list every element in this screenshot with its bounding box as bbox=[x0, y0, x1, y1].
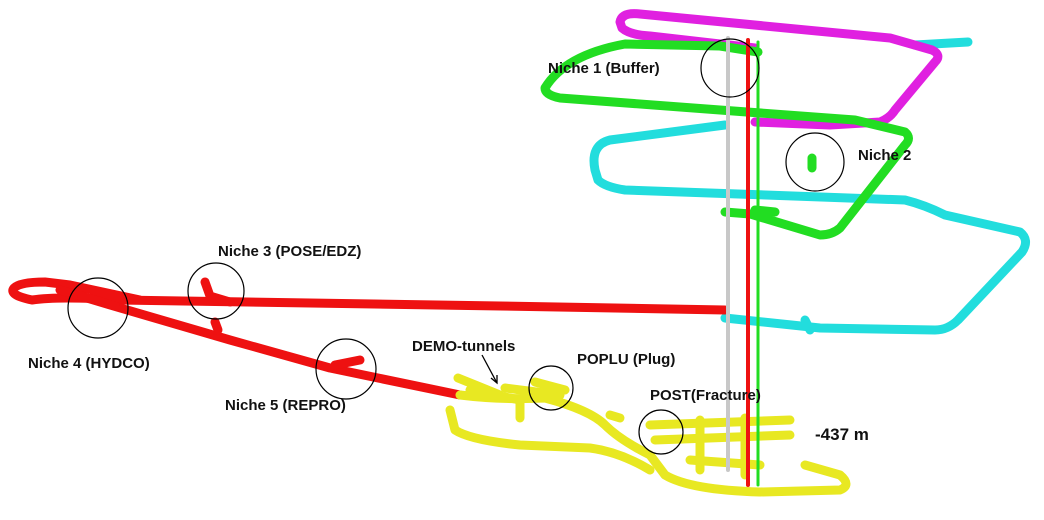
demo-arrow-shaft bbox=[481, 354, 498, 384]
niche2-circle bbox=[785, 132, 845, 192]
niche1-circle bbox=[700, 38, 760, 98]
niche3-label: Niche 3 (POSE/EDZ) bbox=[218, 243, 362, 260]
niche1-label: Niche 1 (Buffer) bbox=[548, 60, 660, 77]
magenta-level-tunnels bbox=[615, 9, 943, 130]
yellow-post-6 bbox=[605, 410, 625, 423]
magenta-loop bbox=[615, 9, 943, 130]
red-niche4 bbox=[77, 291, 120, 311]
demo-arrow-head bbox=[490, 375, 498, 385]
red-cross-stub bbox=[210, 317, 223, 335]
post-label: POST(Fracture) bbox=[650, 387, 761, 404]
niche2-label: Niche 2 bbox=[858, 147, 912, 164]
yellow-inner-loop bbox=[445, 405, 655, 475]
niche4-circle bbox=[67, 277, 129, 339]
demo-tunnels-label: DEMO-tunnels bbox=[412, 338, 516, 355]
post-circle bbox=[638, 409, 684, 455]
yellow-post-2 bbox=[650, 430, 795, 445]
poplu-circle bbox=[528, 365, 574, 411]
yellow-level-tunnels bbox=[445, 373, 851, 497]
cyan-corner-stub bbox=[800, 315, 815, 335]
yellow-demo-2 bbox=[465, 385, 525, 405]
niche5-circle bbox=[315, 338, 377, 400]
niche3-circle bbox=[187, 262, 245, 320]
green-loop bbox=[540, 39, 913, 240]
demo-arrow bbox=[481, 354, 498, 385]
red-niche3 bbox=[200, 277, 235, 307]
niche4-label: Niche 4 (HYDCO) bbox=[28, 355, 150, 372]
yellow-poplu bbox=[530, 377, 570, 395]
red-level-tunnels bbox=[8, 277, 730, 400]
yellow-post-1 bbox=[645, 415, 795, 430]
cyan-level-tunnels bbox=[589, 37, 1030, 335]
niche5-label: Niche 5 (REPRO) bbox=[225, 397, 346, 414]
niche-markers bbox=[67, 38, 845, 455]
red-niche5 bbox=[330, 355, 365, 370]
shafts bbox=[726, 36, 760, 487]
yellow-demo-3 bbox=[500, 383, 565, 400]
poplu-label: POPLU (Plug) bbox=[577, 351, 676, 368]
cyan-loop bbox=[589, 120, 1030, 335]
yellow-main-loop bbox=[455, 390, 851, 497]
depth-label: -437 m bbox=[815, 425, 869, 444]
